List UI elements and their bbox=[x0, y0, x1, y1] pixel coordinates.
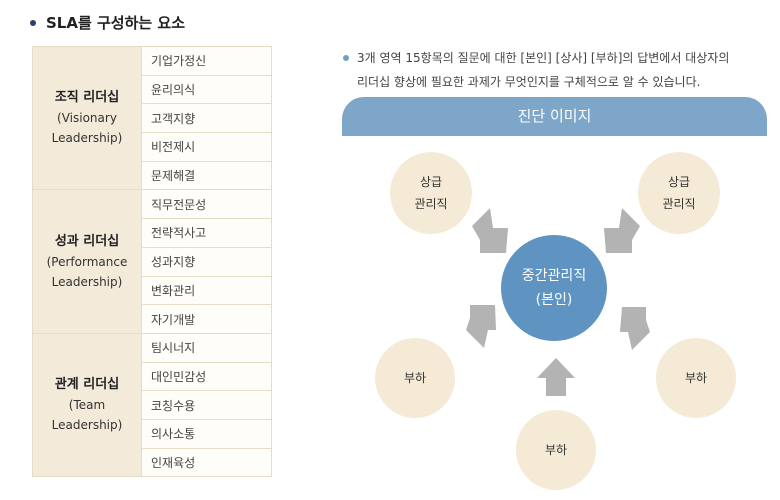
category-visionary: 조직 리더십 (Visionary Leadership) bbox=[32, 45, 142, 191]
node-subordinate-right: 부하 bbox=[656, 338, 736, 418]
table-item: 코칭수용 bbox=[141, 390, 272, 420]
node-label: 관리직 bbox=[414, 197, 448, 211]
category-subtitle: Leadership) bbox=[51, 274, 123, 289]
node-label: 관리직 bbox=[662, 197, 696, 211]
sla-components-table: 조직 리더십 (Visionary Leadership) 기업가정신 윤리의식… bbox=[32, 45, 272, 478]
category-title: 성과 리더십 bbox=[54, 233, 120, 249]
description: 3개 영역 15항목의 질문에 대한 [본인] [상사] [부하]의 답변에서 … bbox=[343, 46, 773, 94]
table-item: 기업가정신 bbox=[141, 46, 272, 76]
table-item: 자기개발 bbox=[141, 304, 272, 334]
bullet-icon bbox=[30, 19, 36, 26]
node-subordinate-bottom: 부하 bbox=[516, 410, 596, 490]
arrow-icon bbox=[604, 208, 640, 253]
table-item: 직무전문성 bbox=[141, 189, 272, 220]
section-title: SLA를 구성하는 요소 bbox=[30, 12, 185, 33]
category-subtitle: (Performance bbox=[46, 254, 128, 269]
category-subtitle: (Visionary bbox=[57, 111, 117, 126]
category-subtitle: (Team bbox=[68, 398, 106, 413]
table-item: 인재육성 bbox=[141, 447, 272, 478]
node-label: 상급 bbox=[419, 175, 443, 189]
category-performance: 성과 리더십 (Performance Leadership) bbox=[32, 189, 142, 334]
table-item: 문제해결 bbox=[141, 160, 272, 191]
node-label: 부하 bbox=[684, 371, 708, 385]
node-label: 부하 bbox=[544, 443, 568, 457]
table-item: 성과지향 bbox=[141, 246, 272, 277]
category-subtitle: Leadership) bbox=[51, 418, 123, 433]
arrow-icon bbox=[472, 208, 508, 253]
description-line: 리더십 향상에 필요한 과제가 무엇인지를 구체적으로 알 수 있습니다. bbox=[357, 75, 701, 89]
table-item: 의사소통 bbox=[141, 418, 272, 449]
node-subordinate-left: 부하 bbox=[375, 338, 455, 418]
bullet-icon bbox=[343, 55, 349, 61]
table-item: 비전제시 bbox=[141, 132, 272, 162]
category-subtitle: Leadership) bbox=[51, 131, 123, 146]
node-senior-manager-left: 상급 관리직 bbox=[390, 152, 472, 234]
arrow-icon bbox=[537, 358, 575, 396]
diagram-header: 진단 이미지 bbox=[342, 97, 767, 136]
table-item: 대인민감성 bbox=[141, 361, 272, 392]
table-item: 전략적사고 bbox=[141, 218, 272, 248]
category-team: 관계 리더십 (Team Leadership) bbox=[32, 332, 142, 478]
category-title: 조직 리더십 bbox=[54, 90, 120, 106]
table-item: 윤리의식 bbox=[141, 74, 272, 105]
node-label: (본인) bbox=[535, 292, 573, 308]
arrow-icon bbox=[466, 305, 496, 348]
node-middle-manager: 중간관리직 (본인) bbox=[501, 235, 607, 341]
table-item: 변화관리 bbox=[141, 275, 272, 306]
node-senior-manager-right: 상급 관리직 bbox=[638, 152, 720, 234]
category-title: 관계 리더십 bbox=[54, 377, 120, 393]
section-title-text: SLA를 구성하는 요소 bbox=[46, 14, 186, 32]
node-label: 부하 bbox=[403, 371, 427, 385]
node-label: 상급 bbox=[667, 175, 691, 189]
arrow-icon bbox=[620, 307, 650, 350]
table-item: 팀시너지 bbox=[141, 332, 272, 363]
table-item: 고객지향 bbox=[141, 103, 272, 134]
node-label: 중간관리직 bbox=[521, 268, 587, 284]
description-line: 3개 영역 15항목의 질문에 대한 [본인] [상사] [부하]의 답변에서 … bbox=[357, 51, 730, 65]
